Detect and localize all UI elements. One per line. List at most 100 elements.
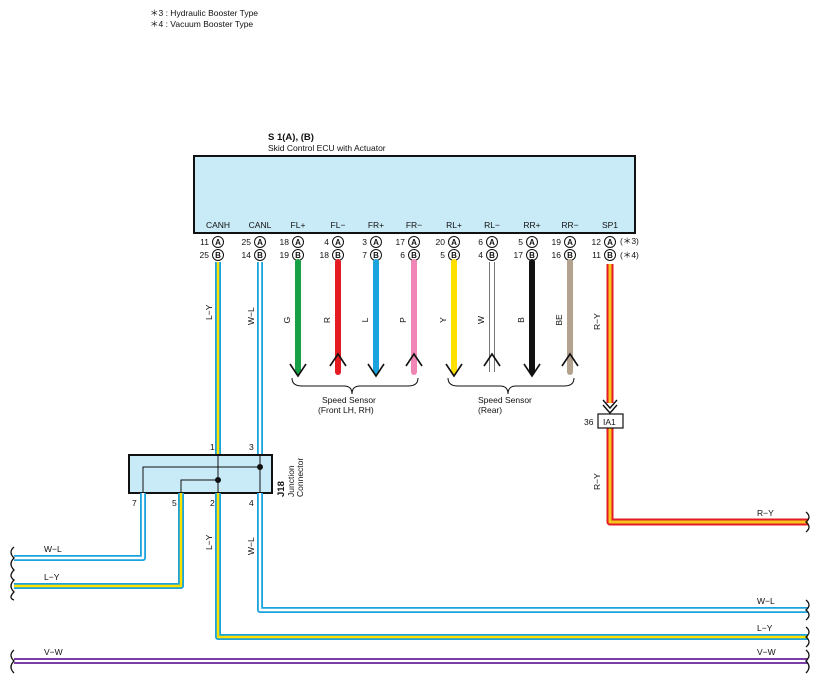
terminal-name: SP1 [602, 220, 618, 230]
connector-b-marker [486, 249, 498, 261]
connector-a-marker [254, 236, 266, 248]
front-sensor-bracket [291, 377, 419, 395]
sensor-wire-label: W [476, 316, 486, 324]
ecu-box [193, 155, 636, 234]
j18-label-line1: Junction [286, 465, 296, 497]
terminal-name: RL− [484, 220, 500, 230]
connector-a-marker [526, 236, 538, 248]
connector-b-marker [212, 249, 224, 261]
connector-a-letter: A [295, 238, 301, 247]
connector-a-letter: A [335, 238, 341, 247]
j18-splice-dot [215, 477, 221, 483]
connector-a-marker [292, 236, 304, 248]
ecu-code: S 1(A), (B) [268, 132, 314, 143]
connector-b-letter: B [607, 251, 613, 260]
terminal-name: CANL [249, 220, 272, 230]
sensor-arrow-down-icon [523, 363, 541, 378]
terminal-pin-a: 25 [242, 237, 252, 247]
sensor-arrow-down-icon [289, 363, 307, 378]
sp1-note-hydraulic: (＊3) [620, 236, 639, 246]
terminal-pin-b: 11 [592, 250, 601, 260]
j18-pin2: 2 [210, 498, 215, 508]
ia1-pin: 36 [584, 417, 594, 427]
connector-b-letter: B [373, 251, 379, 260]
j18-pin1: 1 [210, 442, 215, 452]
j18-pin5: 5 [172, 498, 177, 508]
canh-wire-label: L−Y [204, 304, 214, 320]
sensor-wire-label: L [360, 317, 370, 322]
j18-out2-label: L−Y [204, 534, 214, 550]
terminal-pin-b: 17 [514, 250, 524, 260]
terminal-name: FL+ [291, 220, 306, 230]
terminal-pin-b: 7 [362, 250, 367, 260]
terminal-pin-a: 18 [280, 237, 290, 247]
connector-b-letter: B [335, 251, 341, 260]
terminal-pin-a: 11 [200, 237, 209, 247]
left-wl-wire [14, 493, 146, 561]
rear-sensor-sub: (Rear) [478, 405, 502, 415]
terminal-pin-a: 3 [362, 237, 367, 247]
connector-a-marker [604, 236, 616, 248]
front-sensor-sub: (Front LH, RH) [318, 405, 374, 415]
right-ly-wire [215, 493, 808, 640]
sensor-wire-label: BE [554, 314, 564, 326]
note-hydraulic: ＊3 : Hydraulic Booster Type [150, 8, 258, 18]
terminal-name: RR− [561, 220, 578, 230]
connector-a-letter: A [215, 238, 221, 247]
right-wl-label: W−L [757, 596, 775, 606]
sensor-wire-label: G [282, 317, 292, 324]
terminal-pin-a: 5 [518, 237, 523, 247]
right-ry-label: R−Y [757, 508, 774, 518]
connector-a-marker [408, 236, 420, 248]
ia1-name: IA1 [603, 417, 616, 427]
j18-connector [128, 454, 273, 494]
terminal-pin-a: 6 [478, 237, 483, 247]
ecu-name: Skid Control ECU with Actuator [268, 143, 386, 153]
connector-b-letter: B [567, 251, 573, 260]
right-wl-wire [257, 493, 808, 613]
connector-a-marker [448, 236, 460, 248]
terminal-pin-b: 5 [440, 250, 445, 260]
ia1-arrow-icon [602, 399, 618, 415]
sensor-arrow-up-icon [483, 352, 501, 367]
j18-splice-dot [257, 464, 263, 470]
terminal-pin-b: 18 [320, 250, 330, 260]
note-vacuum: ＊4 : Vacuum Booster Type [150, 19, 253, 29]
connector-a-letter: A [257, 238, 263, 247]
sensor-arrow-up-icon [561, 352, 579, 367]
terminal-name: RR+ [523, 220, 540, 230]
j18-code: J18 [276, 481, 287, 497]
connector-b-letter: B [451, 251, 457, 260]
connector-a-marker [370, 236, 382, 248]
connector-a-letter: A [489, 238, 495, 247]
rear-sensor-bracket [447, 377, 575, 395]
sp1-wire [602, 264, 808, 526]
connector-b-marker [604, 249, 616, 261]
connector-b-letter: B [257, 251, 263, 260]
canl-wire-label: W−L [246, 307, 256, 325]
j18-pin3: 3 [249, 442, 254, 452]
connector-a-letter: A [451, 238, 457, 247]
j18-internal-lines [142, 455, 261, 493]
sensor-arrow-down-icon [445, 363, 463, 378]
left-ly-wire [14, 493, 184, 589]
right-ly-label: L−Y [757, 623, 773, 633]
terminal-pin-b: 16 [552, 250, 562, 260]
connector-b-marker [254, 249, 266, 261]
j18-pin4: 4 [249, 498, 254, 508]
terminal-pin-a: 17 [396, 237, 406, 247]
sensor-arrow-up-icon [405, 352, 423, 367]
terminal-name: FR− [406, 220, 422, 230]
connector-a-marker [564, 236, 576, 248]
j18-label-line2: Connector [295, 458, 305, 497]
sp1-wire-label: R−Y [592, 313, 602, 330]
ia1-connector [597, 413, 624, 429]
vw-right-label: V−W [757, 647, 776, 657]
terminal-pin-b: 25 [200, 250, 210, 260]
sensor-wire-label: B [516, 317, 526, 323]
terminal-pin-a: 20 [436, 237, 446, 247]
terminal-pin-b: 14 [242, 250, 252, 260]
terminal-pin-b: 6 [400, 250, 405, 260]
sensor-arrow-up-icon [329, 352, 347, 367]
